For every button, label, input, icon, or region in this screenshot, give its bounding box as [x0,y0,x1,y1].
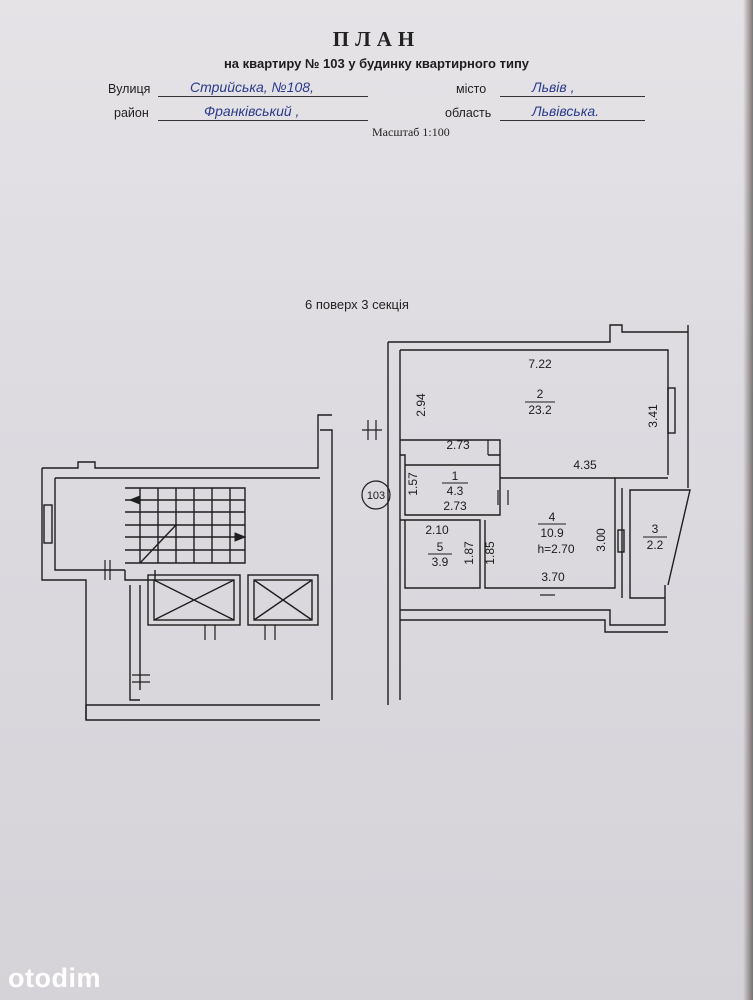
room4-dim-left: 1.85 [483,541,497,565]
room1-dim-width: 2.73 [443,499,467,513]
room2-dim-left: 2.94 [414,393,428,417]
city-value: Львів , [532,79,575,95]
room2-dim-notch: 2.73 [446,438,470,452]
room2-dim-right: 3.41 [646,404,660,428]
room2-dim-bottom: 4.35 [573,458,597,472]
scale-note: Масштаб 1:100 [372,125,450,139]
district-underline [158,120,368,121]
city-label: місто [456,82,487,96]
room3-number: 3 [652,522,659,536]
room1-number: 1 [452,469,459,483]
room3-area: 2.2 [647,538,664,552]
floor-section-note: 6 поверх 3 секція [305,297,409,312]
room1-dim-height: 1.57 [406,472,420,496]
watermark-logo: otodim [8,963,101,993]
paper-edge-shadow [743,0,753,1000]
room2-area: 23.2 [528,403,552,417]
room4-dim-bottom: 3.70 [541,570,565,584]
room5-area: 3.9 [432,555,449,569]
room4-area: 10.9 [540,526,564,540]
room5-number: 5 [437,540,444,554]
apartment-number: 103 [367,490,385,502]
room5-dim-height: 1.87 [462,541,476,565]
room1-area: 4.3 [447,484,464,498]
apartment-number-marker [361,480,391,510]
region-label: область [445,106,492,120]
district-value: Франківський , [204,103,300,119]
street-label: Вулиця [108,82,151,96]
room4-number: 4 [549,510,556,524]
room2-number: 2 [537,387,544,401]
room2-dim-width: 7.22 [528,357,552,371]
city-underline [500,96,645,97]
page-title: ПЛАН [332,27,421,51]
room5-dim-width: 2.10 [425,523,449,537]
street-value: Стрийська, №108, [190,79,314,95]
room4-dim-right: 3.00 [594,528,608,552]
street-underline [158,96,368,97]
page-subtitle: на квартиру № 103 у будинку квартирного … [223,56,530,71]
district-label: район [114,106,149,120]
room4-ceiling-height: h=2.70 [537,542,574,556]
region-value: Львівська. [532,103,600,119]
region-underline [500,120,645,121]
